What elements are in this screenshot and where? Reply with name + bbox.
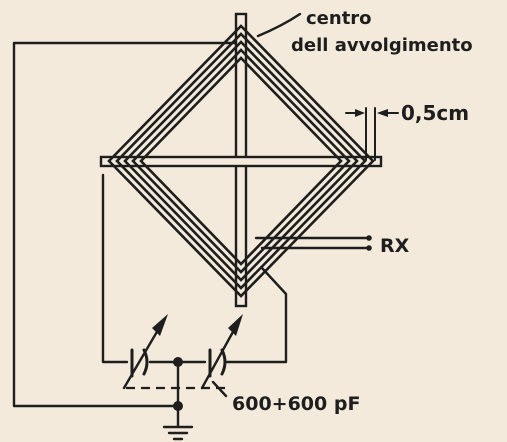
label-centro: centro — [306, 8, 372, 29]
loop-coil-windings — [107, 24, 375, 298]
center-tap-leader — [256, 12, 302, 38]
wire-right-inner — [225, 266, 288, 364]
junction-dot-center — [173, 357, 183, 367]
variable-capacitor-right — [200, 314, 243, 390]
label-capacitance: 600+600 pF — [232, 393, 360, 415]
ground-symbol — [162, 425, 194, 441]
rx-leads — [254, 235, 372, 251]
wire-left-inner — [101, 173, 129, 364]
label-rx: RX — [380, 235, 410, 257]
variable-capacitor-left — [122, 314, 168, 390]
frame-horizontal-bar — [99, 155, 383, 168]
capacitance-leader — [211, 380, 228, 398]
junction-dot-ground — [173, 401, 183, 411]
label-dell-avvolgimento: dell avvolgimento — [291, 35, 473, 56]
spacing-dimension — [345, 107, 399, 161]
wire-left-outer — [12, 41, 242, 408]
label-spacing: 0,5cm — [401, 101, 469, 125]
